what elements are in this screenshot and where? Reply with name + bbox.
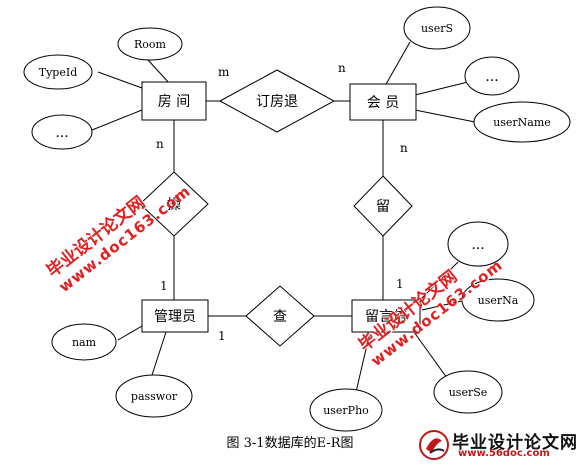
attr-member-more: ...	[464, 56, 520, 96]
relationship-leave: 留	[353, 175, 413, 237]
attr-userse-label: userSe	[449, 386, 488, 399]
attr-msg-more: ...	[447, 221, 509, 267]
attr-password: passwor	[115, 374, 193, 418]
entity-admin: 管理员	[141, 299, 209, 333]
entity-room-label: 房 间	[158, 94, 190, 110]
relationship-book-label: 订房退	[256, 94, 298, 110]
figure-caption: 图 3-1数据库的E-R图	[226, 436, 354, 451]
attr-userpho: userPho	[309, 388, 383, 432]
entity-message-label: 留言信	[365, 309, 407, 325]
card-admin-query: 1	[218, 329, 226, 343]
attr-users: userS	[403, 6, 471, 50]
relationship-operate-label: 操	[167, 197, 181, 213]
attr-userna-label: userNa	[478, 294, 519, 307]
entity-message: 留言信	[351, 299, 421, 333]
attr-room: Room	[117, 27, 183, 61]
attr-users-label: userS	[421, 22, 453, 35]
relationship-book: 订房退	[218, 69, 336, 133]
attr-userpho-label: userPho	[323, 404, 369, 417]
relationship-operate: 操	[139, 171, 209, 237]
attr-username-label: userName	[493, 116, 551, 129]
logo-url: www.56doc.com	[458, 448, 550, 459]
attr-msg-more-label: ...	[471, 237, 484, 253]
entity-member: 会 员	[349, 83, 417, 121]
attr-room-more-label: ...	[55, 125, 68, 141]
card-member-book: n	[338, 61, 346, 75]
card-member-leave: n	[400, 141, 408, 155]
card-room-book: m	[218, 65, 230, 79]
card-admin-operate: 1	[160, 279, 168, 293]
attr-room-label: Room	[134, 38, 167, 51]
relationship-query: 查	[245, 285, 315, 347]
attr-name-label: nam	[72, 336, 97, 349]
attr-password-label: passwor	[131, 390, 178, 403]
relationship-query-label: 查	[273, 309, 287, 325]
attr-userna: userNa	[461, 278, 535, 322]
attr-username: userName	[473, 101, 571, 143]
attr-member-more-label: ...	[485, 69, 498, 85]
attr-userse: userSe	[433, 370, 503, 414]
logo-title: 毕业设计论文网	[452, 433, 578, 453]
logo-mark-icon	[419, 430, 449, 460]
entity-member-label: 会 员	[367, 95, 399, 111]
attr-name: nam	[51, 323, 117, 361]
attr-typeid: TypeId	[23, 54, 93, 90]
attr-room-more: ...	[31, 114, 93, 150]
relationship-leave-label: 留	[376, 199, 390, 215]
entity-room: 房 间	[141, 81, 207, 121]
site-logo: 毕业设计论文网 www.56doc.com	[418, 428, 578, 462]
entity-admin-label: 管理员	[154, 309, 196, 325]
card-room-operate: n	[156, 137, 164, 151]
card-msg-leave: 1	[396, 277, 404, 291]
attr-typeid-label: TypeId	[39, 66, 78, 79]
